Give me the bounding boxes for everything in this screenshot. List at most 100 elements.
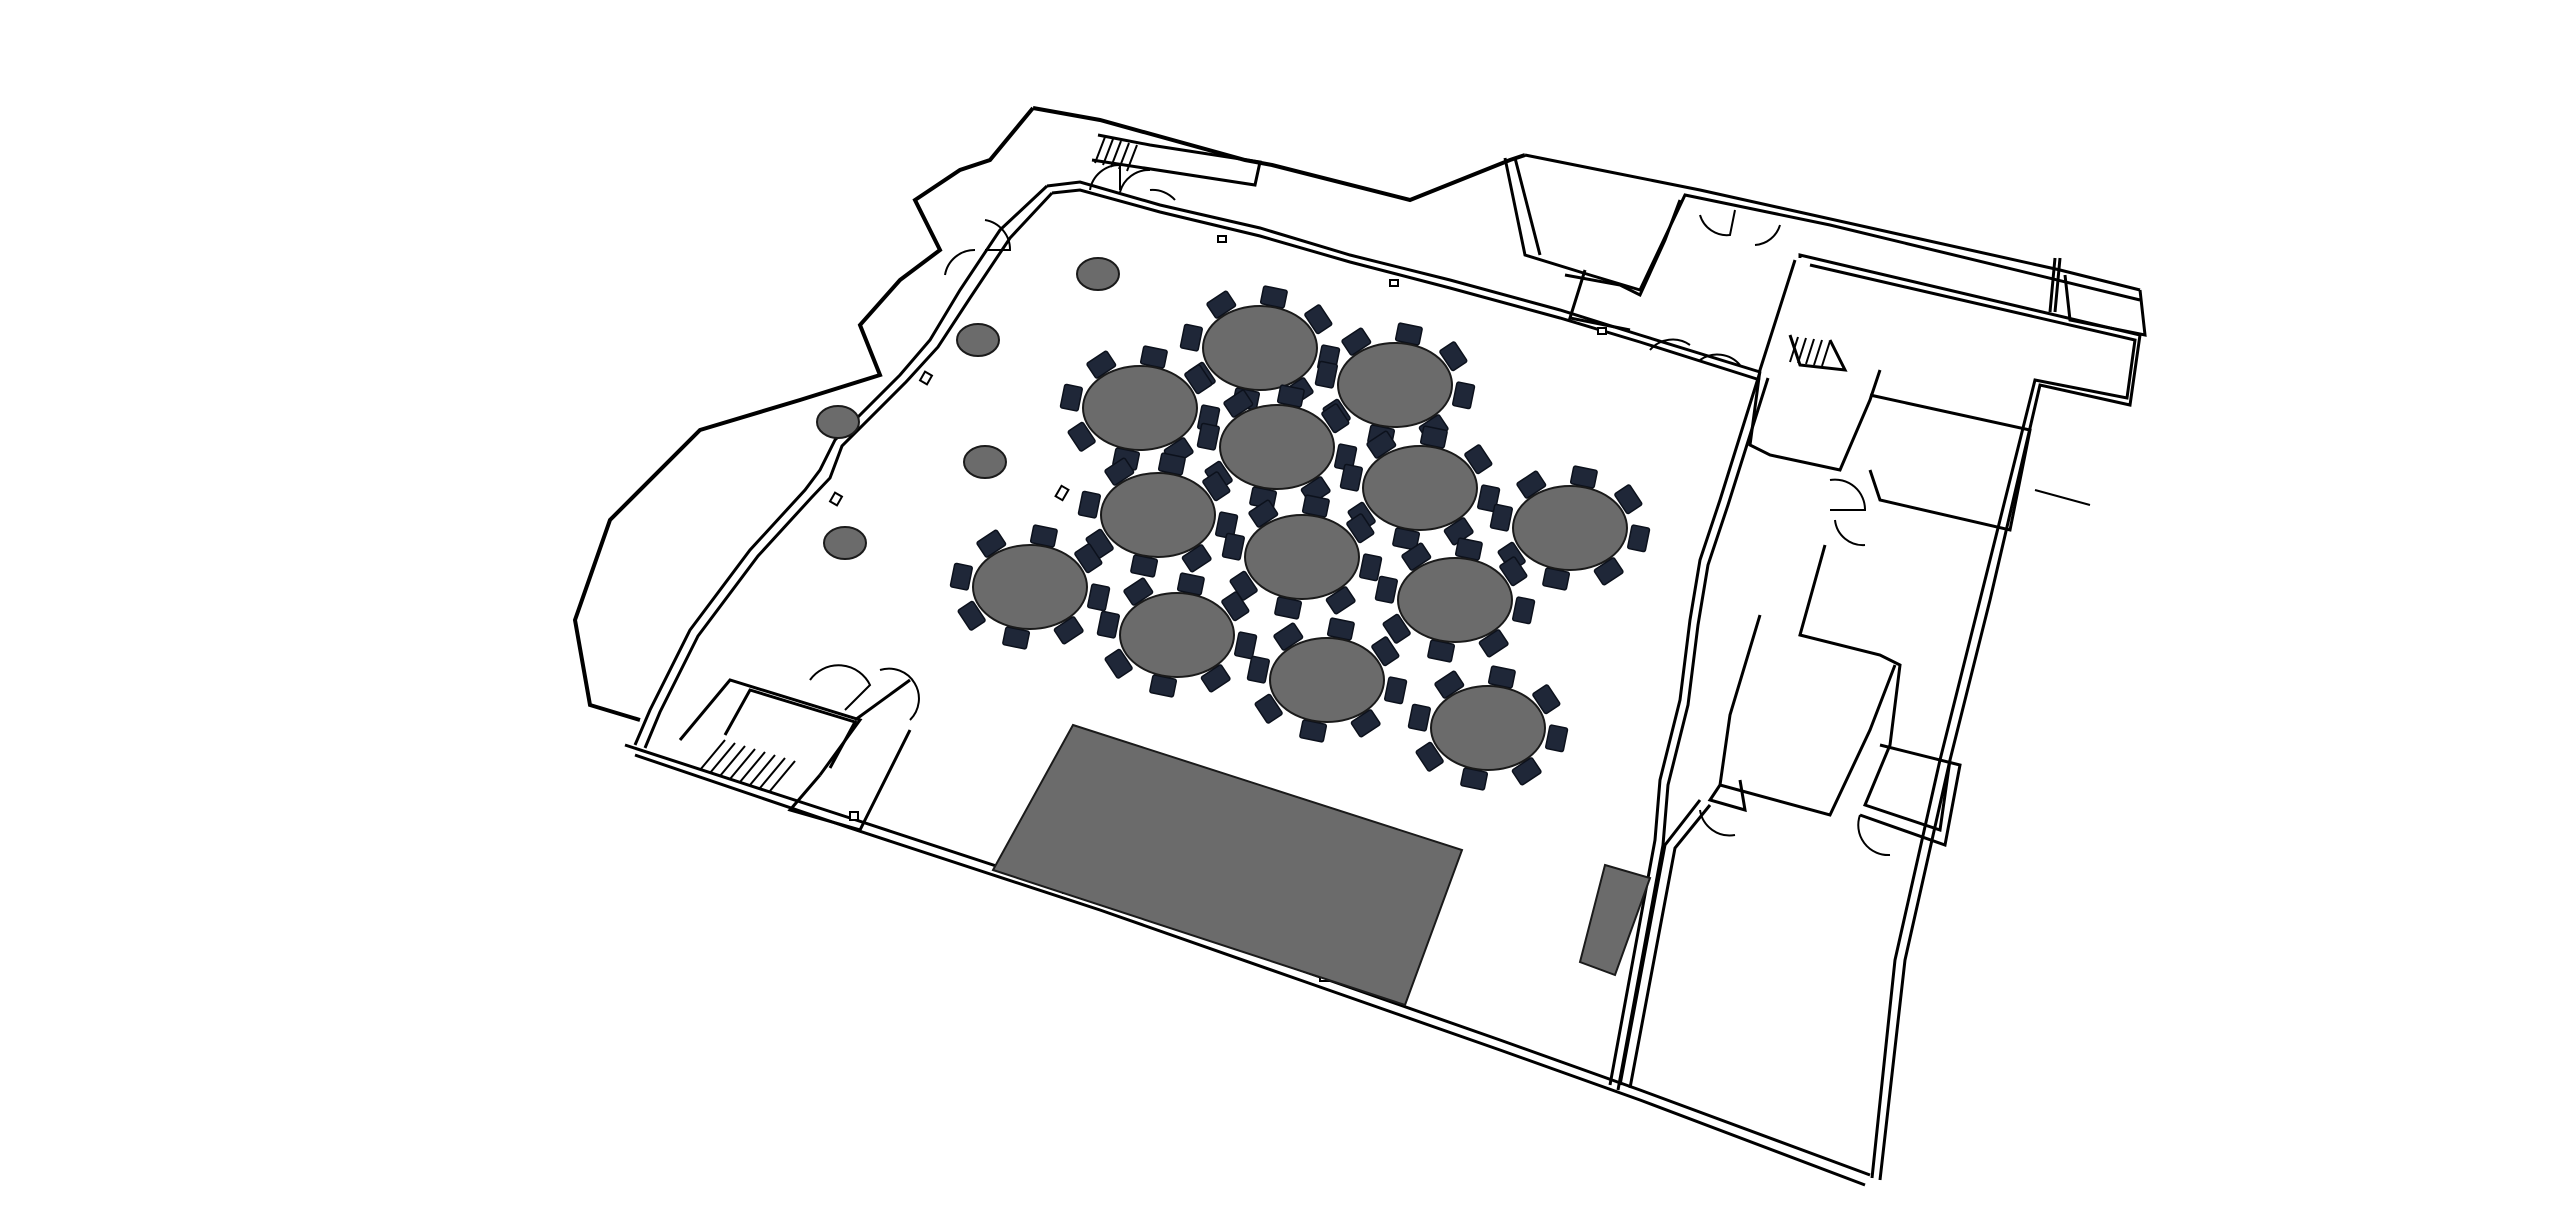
chair <box>1339 463 1363 492</box>
chair <box>1002 626 1031 650</box>
door-swing <box>1119 168 1151 193</box>
chair <box>1532 684 1561 715</box>
door-swing <box>809 664 872 711</box>
chair <box>1184 364 1213 395</box>
ballroom-west-wall-inner <box>643 191 1054 749</box>
chair <box>1299 719 1328 743</box>
southeast-room-b <box>1628 804 1712 1089</box>
chair <box>1215 511 1239 540</box>
round-table-top <box>1082 365 1198 451</box>
room-e4 <box>1718 614 1897 817</box>
east-post <box>2048 257 2057 313</box>
stair-tread <box>749 754 776 786</box>
banquet-table <box>1077 452 1239 578</box>
outlet <box>828 491 844 507</box>
chair <box>1593 557 1624 586</box>
chair <box>1384 676 1408 705</box>
chair <box>1499 556 1528 587</box>
outlet <box>918 370 934 386</box>
banquet-table <box>1489 465 1651 591</box>
ne-corridor <box>1524 153 2141 292</box>
banquet-tables <box>949 285 1651 791</box>
chair <box>1221 532 1245 561</box>
stair-tread <box>699 739 726 771</box>
chair <box>1248 499 1279 528</box>
outlet <box>1597 327 1607 335</box>
round-table-top <box>1337 342 1453 428</box>
cocktail-table <box>1076 257 1120 291</box>
chair <box>976 529 1007 558</box>
chair <box>1325 586 1356 615</box>
outlet <box>849 811 859 821</box>
room-e1 <box>1748 259 1882 472</box>
cocktail-tables <box>816 257 1120 560</box>
banquet-table <box>1221 494 1383 620</box>
chair <box>1179 323 1203 352</box>
door-swing <box>879 667 920 721</box>
ballroom-west-wall-outer <box>633 184 1049 746</box>
cocktail-table <box>823 526 867 560</box>
stair-tread <box>1821 340 1831 367</box>
stair-tread <box>1126 144 1138 172</box>
chair <box>1074 543 1103 574</box>
chair <box>1053 616 1084 645</box>
stair-tread <box>759 757 786 789</box>
cocktail-table <box>956 323 1000 357</box>
stairs-sw <box>678 678 912 832</box>
chair <box>1196 422 1220 451</box>
chair <box>1259 285 1288 309</box>
banquet-table <box>1059 345 1221 471</box>
door-swing <box>1857 814 1891 857</box>
chair <box>957 600 986 631</box>
chair <box>1516 470 1547 499</box>
stair-tread <box>709 742 736 774</box>
ballroom-floor <box>640 100 1890 1090</box>
stair-tread <box>1813 339 1823 366</box>
chair <box>1326 617 1355 641</box>
round-table-top <box>1244 514 1360 600</box>
chair <box>1545 724 1569 753</box>
chair <box>1176 572 1205 596</box>
chair <box>1029 524 1058 548</box>
stair-tread <box>1805 338 1815 365</box>
sw-corridor-wall <box>854 678 911 722</box>
chair <box>1569 465 1598 489</box>
chair <box>1206 290 1237 319</box>
chair <box>1460 767 1489 791</box>
stairs-north-outline <box>1091 133 1262 187</box>
chair <box>1104 457 1135 486</box>
round-table-top <box>1219 404 1335 490</box>
chair <box>1489 503 1513 532</box>
banquet-table <box>1246 617 1408 743</box>
chair <box>1059 383 1083 412</box>
door-swing <box>1829 478 1867 511</box>
outlet <box>1217 235 1227 243</box>
door-swing <box>1699 209 1736 237</box>
chair <box>1477 484 1501 513</box>
chair <box>1341 327 1372 356</box>
ne-room-wall-a <box>1503 157 2141 302</box>
ballroom-north-wall-inner <box>1051 188 1761 382</box>
banquet-table <box>1096 572 1258 698</box>
stair-tread <box>769 760 796 792</box>
chair <box>1157 452 1186 476</box>
chair <box>1246 655 1270 684</box>
stair-tread <box>729 748 756 780</box>
chair <box>1200 664 1231 693</box>
chair <box>1221 591 1250 622</box>
chair <box>1487 665 1516 689</box>
round-table-top <box>1119 592 1235 678</box>
round-table-top <box>1269 637 1385 723</box>
round-table-top <box>972 544 1088 630</box>
chair <box>1452 381 1476 410</box>
round-table-top <box>1512 485 1628 571</box>
chair <box>1439 341 1468 372</box>
chair <box>1542 567 1571 591</box>
door-swing <box>1149 188 1176 201</box>
chair <box>1273 622 1304 651</box>
ne-room-d <box>1568 269 1631 332</box>
chair <box>1096 610 1120 639</box>
chair <box>1478 629 1509 658</box>
